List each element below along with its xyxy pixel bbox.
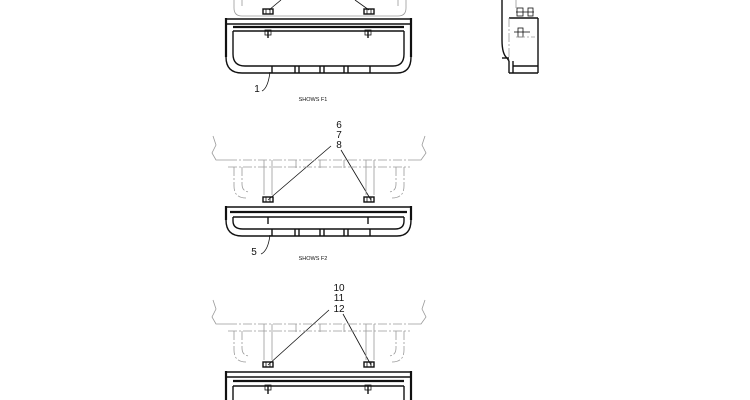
bolt bbox=[363, 361, 375, 368]
callout-5: 5 bbox=[251, 247, 257, 258]
bolt bbox=[363, 196, 375, 203]
callout-10: 10 bbox=[333, 283, 345, 294]
caption-shows-f2: SHOWS F2 bbox=[299, 256, 328, 262]
bolt bbox=[262, 361, 274, 368]
step-frame bbox=[224, 18, 413, 74]
caption-shows-f1: SHOWS F1 bbox=[299, 97, 328, 103]
side-view-bracket bbox=[501, 0, 539, 74]
callout-12: 12 bbox=[333, 304, 345, 315]
callout-11: 11 bbox=[334, 293, 345, 304]
bolt bbox=[363, 8, 375, 15]
step-frame bbox=[224, 371, 413, 400]
view-3-assembly: 10 11 12 bbox=[211, 283, 427, 400]
step-part-5 bbox=[224, 206, 413, 237]
view-2-assembly: 6 7 8 bbox=[211, 120, 427, 262]
view-1-assembly: 1 SHOWS F1 bbox=[224, 0, 413, 103]
callout-8: 8 bbox=[336, 140, 342, 151]
bolt bbox=[262, 196, 274, 203]
callout-7: 7 bbox=[336, 130, 342, 141]
callout-6: 6 bbox=[336, 120, 342, 131]
callout-1: 1 bbox=[254, 84, 260, 95]
bolt bbox=[262, 8, 274, 15]
